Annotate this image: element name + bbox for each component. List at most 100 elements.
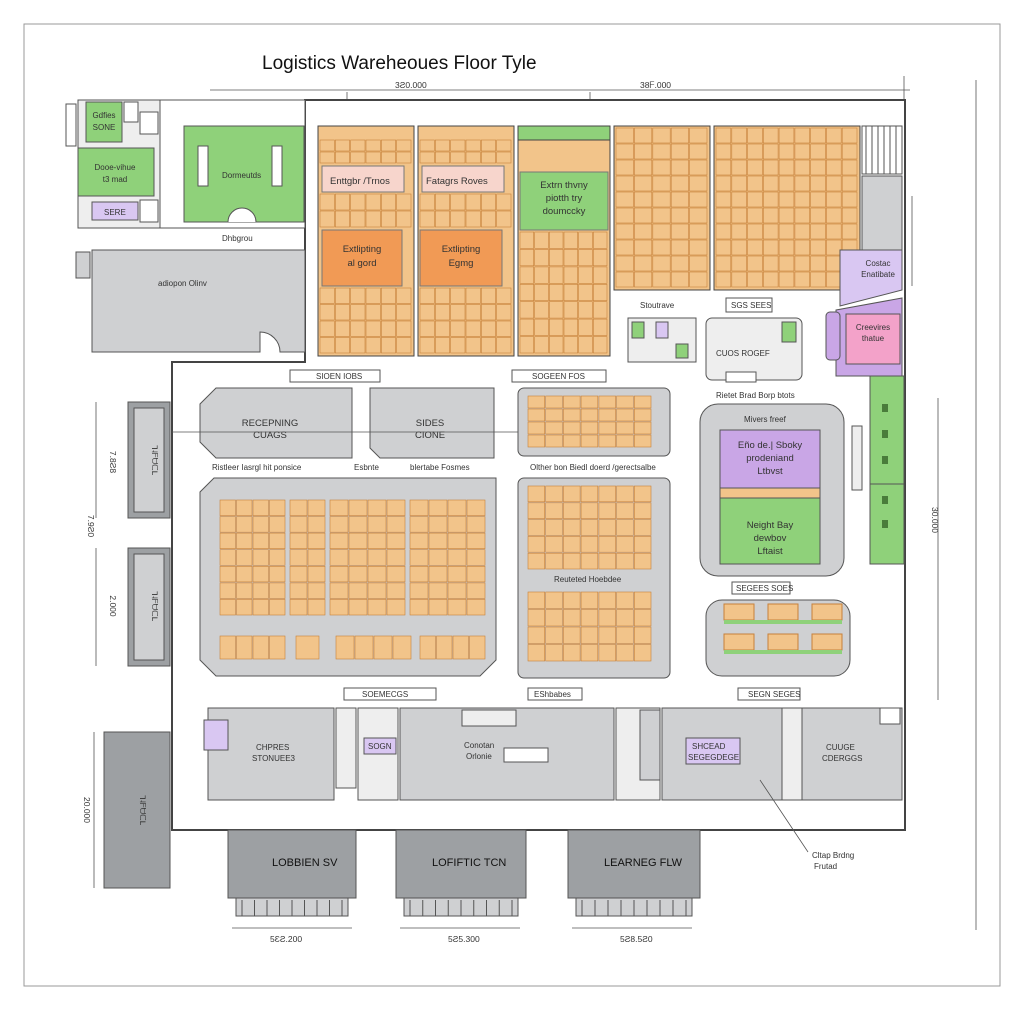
dimension-right-1: 30.000: [930, 507, 940, 533]
rack-cell: [826, 191, 842, 208]
rack-cell: [307, 549, 326, 566]
below-dormitory-label: Dhbgrou: [222, 234, 253, 243]
rack-cell: [527, 395, 546, 409]
rack-cell: [563, 552, 581, 570]
rack-cell: [778, 127, 795, 144]
rack-cell: [367, 516, 387, 533]
rack-cell: [307, 516, 326, 533]
rack-cell: [670, 127, 689, 144]
rack-cell: [615, 191, 634, 208]
rack-cell: [634, 223, 653, 240]
rack-cell: [762, 159, 779, 176]
rack-cell: [634, 239, 653, 256]
rack-cell: [466, 582, 486, 599]
rack-cell: [731, 191, 747, 208]
rack-cell: [295, 635, 320, 660]
rack-cell: [652, 255, 671, 272]
small-caption: Esbnte: [354, 463, 379, 472]
rack-cell: [652, 127, 671, 144]
rack-cell: [380, 320, 396, 337]
rack-cell: [563, 609, 581, 627]
rack-cell: [545, 552, 563, 570]
rack-cell: [447, 499, 467, 516]
rack-cell: [598, 395, 616, 409]
rack-cell: [689, 255, 708, 272]
rack-cell: [450, 304, 466, 321]
rack-cell: [519, 318, 534, 336]
dimension-bottom-2: 5Ƨ5.300: [448, 934, 480, 944]
rack-cell: [236, 549, 253, 566]
rack-cell: [350, 210, 366, 228]
strip1: [289, 369, 381, 383]
rack-cell: [307, 499, 326, 516]
rack-cell: [578, 283, 593, 301]
rack-cell: [747, 175, 763, 192]
rack-cell: [219, 499, 236, 516]
rack-cell: [365, 139, 381, 152]
rack-cell: [419, 304, 435, 321]
rack-cell: [634, 175, 653, 192]
rack-cell: [633, 519, 652, 536]
rack-cell: [794, 127, 811, 144]
rack-cell: [633, 421, 652, 435]
strip2-label: SOGEEN FOS: [532, 372, 585, 381]
rack-cell: [428, 582, 448, 599]
rack-cell: [810, 159, 826, 176]
rack-cell: [350, 193, 366, 211]
rack-cell: [670, 239, 689, 256]
rack-cell: [527, 502, 546, 519]
rack-cell: [615, 175, 634, 192]
dimension-left-1: 7.8Ƨ8: [108, 451, 118, 473]
rack-cell: [731, 175, 747, 192]
rack-cell: [219, 549, 236, 566]
rack-cell: [365, 210, 381, 228]
rack-cell: [841, 175, 858, 192]
rack-cell: [450, 193, 466, 211]
rack-cell: [519, 249, 534, 267]
dock-2: [395, 829, 527, 899]
rack-cell: [329, 582, 349, 599]
rack-cell: [633, 536, 652, 553]
dimension-bottom-1: 5ƐƧ.200: [270, 934, 302, 944]
rack-cell: [236, 565, 253, 583]
rack-cell: [715, 239, 732, 256]
rack-cell: [348, 499, 368, 516]
rack-cell: [348, 532, 368, 549]
rack-cell: [826, 255, 842, 272]
rack-cell: [480, 320, 496, 337]
rack-cell: [365, 287, 381, 304]
rack-cell: [496, 287, 512, 304]
rack-cell: [269, 565, 286, 583]
violet-room: [719, 429, 821, 489]
rack-cell: [434, 320, 450, 337]
rack-cell: [689, 239, 708, 256]
rack-cell: [350, 287, 366, 304]
rack-cell: [715, 127, 732, 144]
bottom-strip-right: EShbabes: [534, 690, 571, 699]
rack-cell: [319, 151, 335, 164]
right-block-side-label: SEGEES SOES: [736, 584, 793, 593]
rack-cell: [689, 127, 708, 144]
rack-cell: [747, 255, 763, 272]
rack-cell: [334, 193, 350, 211]
rack-cell: [778, 271, 795, 288]
rack-cell: [580, 609, 599, 627]
rack-cell: [436, 635, 453, 660]
rack-cell: [548, 266, 564, 284]
rack-cell: [380, 193, 396, 211]
rack-cell: [615, 223, 634, 240]
rack-cell: [396, 320, 412, 337]
rack-cell: [480, 287, 496, 304]
rack-cell: [548, 283, 564, 301]
rack-cell: [794, 223, 811, 240]
left-tall-bay-label: ᒣ˨ᖴᗨᙅᒪ: [138, 795, 147, 826]
rack-cell: [289, 599, 308, 616]
rack-cell: [307, 582, 326, 599]
rack-cell: [616, 434, 634, 448]
rack-cell: [447, 565, 467, 583]
